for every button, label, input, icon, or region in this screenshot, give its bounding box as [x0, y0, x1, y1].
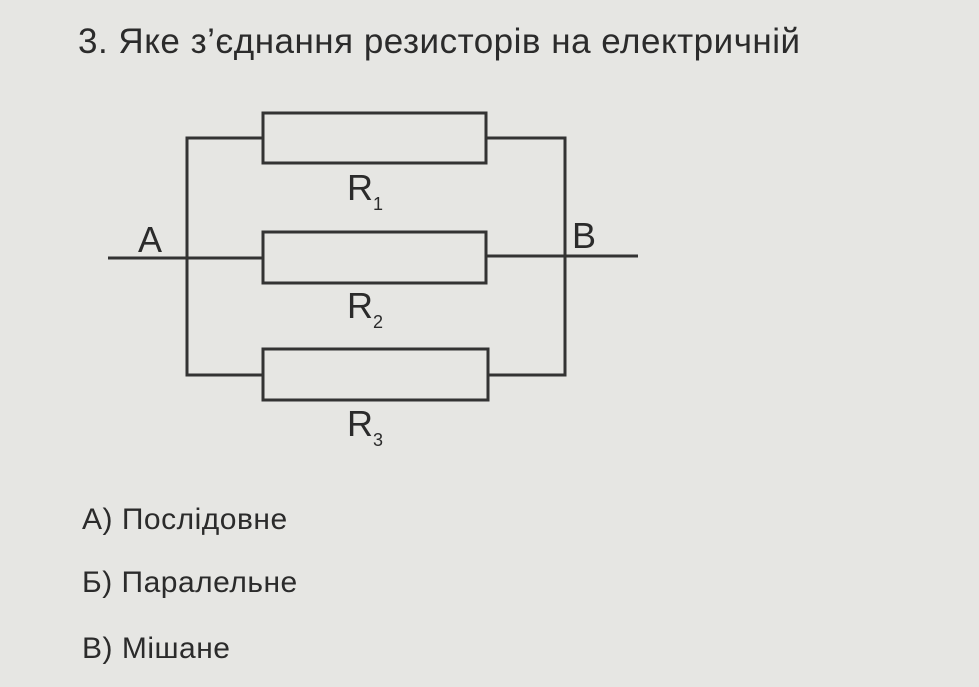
option-b[interactable]: Б) Паралельне: [82, 566, 298, 599]
resistor-r2: [261, 230, 488, 285]
r1-label: R1: [347, 167, 383, 214]
resistor-r1: [261, 111, 488, 165]
option-a[interactable]: А) Послідовне: [82, 503, 288, 536]
node-a-label: A: [138, 219, 162, 260]
wire-left: [185, 136, 263, 377]
r3-label: R3: [347, 403, 383, 450]
option-c[interactable]: В) Мішане: [82, 632, 231, 665]
node-b-label: B: [572, 215, 596, 256]
r2-label: R2: [347, 285, 383, 332]
question-text: 3. Яке з’єднання резисторів на електричн…: [78, 22, 801, 61]
resistor-r3: [261, 347, 490, 402]
